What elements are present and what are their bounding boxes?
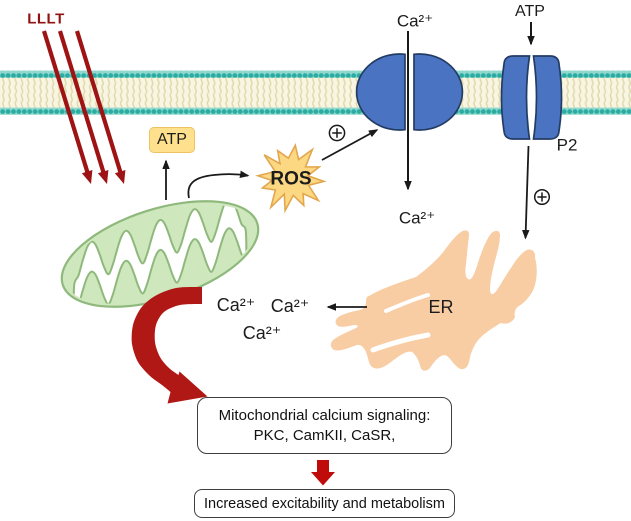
atp-mito-label: ATP [157,131,187,148]
ca-extracellular-label: Ca²⁺ [396,11,434,31]
p2-receptor-label: P2 [556,135,578,155]
er-label: ER [428,297,454,317]
plus-circle-icon [533,188,551,206]
lllt-laser-beams [41,30,126,184]
laser-beam [57,30,107,177]
laser-beam-head [97,170,109,184]
lllt-label: LLLT [27,10,65,28]
arrow-mito-to-ros [187,170,250,199]
laser-beam [74,30,124,177]
signaling-box-line1: Mitochondrial calcium signaling: [218,406,431,424]
p2-subunit-right [532,55,563,140]
ros-starburst [255,143,327,214]
p2-receptor-channel [500,55,563,140]
flow-arrows [162,22,535,311]
p2-subunit-left [500,55,531,140]
ca-cytosol-label: Ca²⁺ [270,296,310,316]
er-body [330,230,537,371]
signaling-box-line2: PKC, CamKII, CaSR, [253,426,396,444]
step-arrow [311,460,335,486]
outcome-box: Increased excitability and metabolism [194,489,455,518]
endoplasmic-reticulum [330,230,537,371]
signaling-box: Mitochondrial calcium signaling: PKC, Ca… [197,397,452,454]
laser-beam-head [81,170,93,184]
ros-label: ROS [270,168,312,190]
arrow-p2-to-er [522,145,530,240]
er-sliver [370,332,431,353]
ca-cytosol-label: Ca²⁺ [216,295,256,315]
calcium-channel [355,53,464,131]
arrow-ros-to-channel [321,129,379,161]
er-sliver [384,293,430,313]
calcium-flux-arrow [131,286,208,404]
atp-extracellular-label: ATP [515,3,545,20]
membrane-heads-top-dots [0,70,631,78]
ca-cytosol-label: Ca²⁺ [242,323,282,343]
ca-influx-label: Ca²⁺ [398,208,436,228]
laser-beam [41,30,91,177]
channel-half-left [355,53,406,131]
atp-mito-box: ATP [149,127,195,153]
channel-half-right [413,53,464,131]
plus-circle-icon [328,124,346,142]
outcome-box-label: Increased excitability and metabolism [204,495,445,512]
laser-beam-head [114,170,126,184]
membrane-heads-bottom-dots [0,107,631,115]
